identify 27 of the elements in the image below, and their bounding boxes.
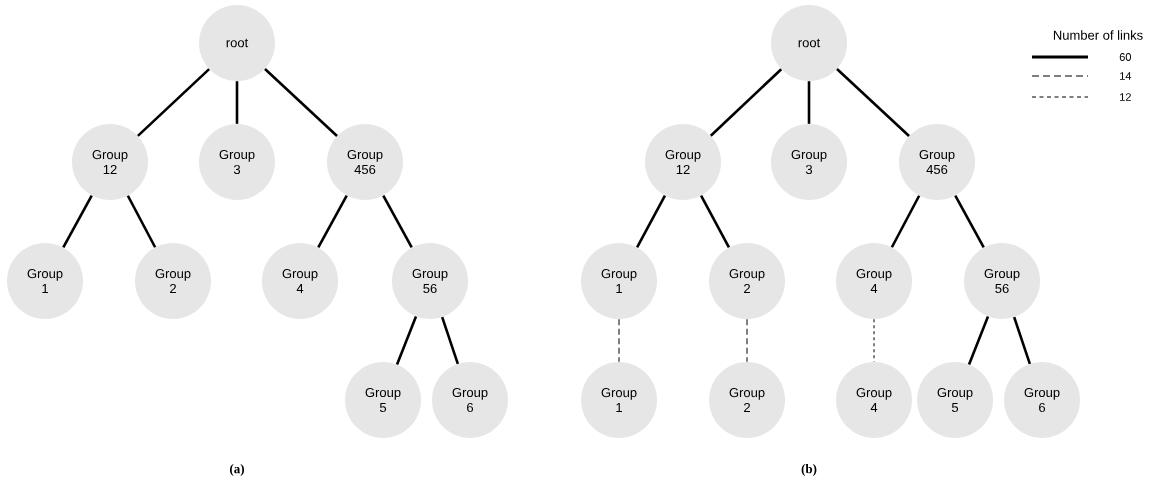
caption-label: (b) — [801, 464, 817, 476]
link-line — [836, 68, 910, 137]
link-line — [235, 81, 239, 124]
legend-label: 14 — [1120, 72, 1132, 80]
link-line — [967, 316, 990, 365]
legend-label: 12 — [1120, 93, 1131, 101]
link-line — [807, 81, 811, 124]
link-line — [440, 316, 460, 365]
link-line — [873, 318, 875, 363]
link-line — [1012, 316, 1032, 365]
link-line — [382, 194, 413, 249]
link-line — [137, 68, 211, 137]
link-line — [317, 194, 348, 249]
link-line — [890, 195, 921, 248]
link-line — [395, 316, 418, 365]
link-line — [635, 195, 667, 248]
link-line — [954, 194, 985, 249]
caption-label: (a) — [230, 464, 244, 476]
link-line — [709, 68, 783, 137]
link-line — [264, 68, 338, 137]
link-line — [62, 194, 93, 249]
legend-label: 60 — [1119, 53, 1131, 61]
link-line — [746, 318, 748, 363]
link-line — [126, 195, 157, 248]
link-line — [699, 195, 731, 248]
link-line — [618, 318, 620, 363]
label-heading: Number of links — [1053, 30, 1143, 40]
